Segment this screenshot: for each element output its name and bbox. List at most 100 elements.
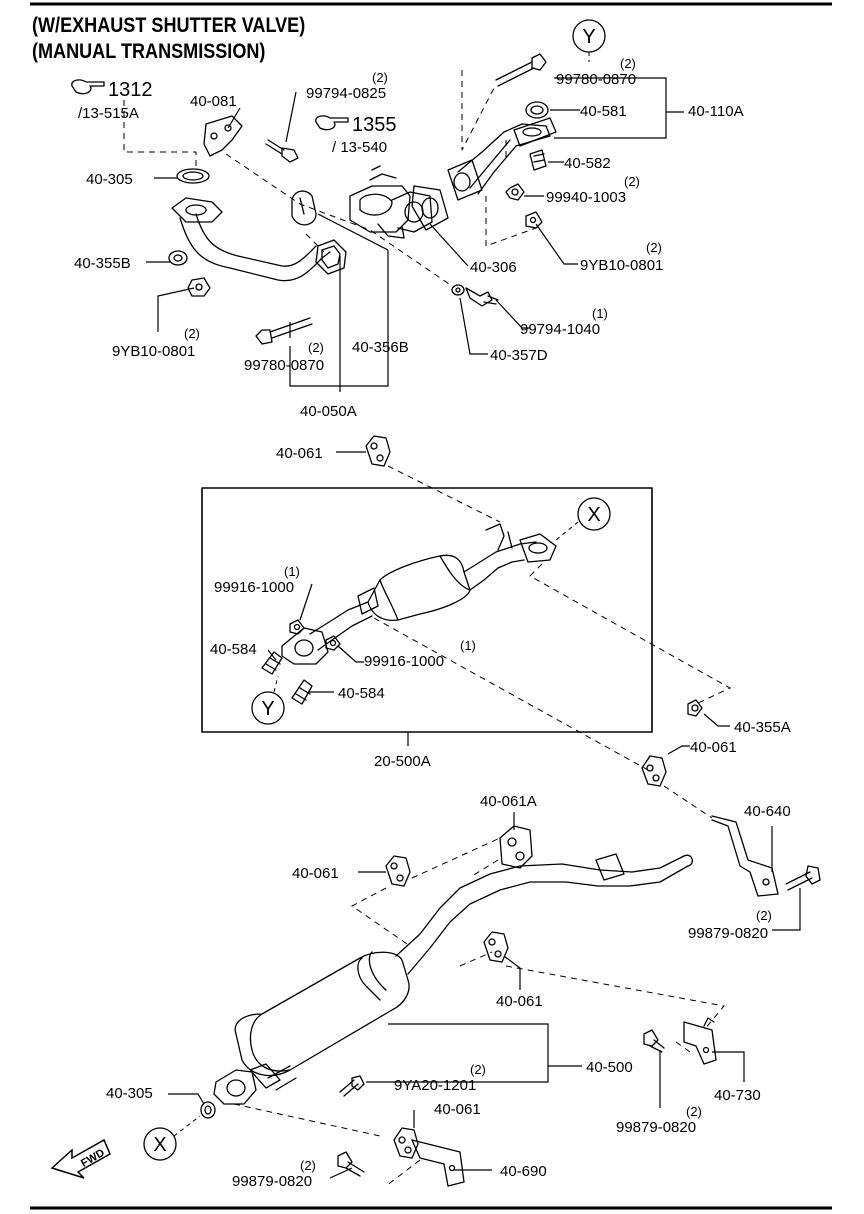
stud-40-584-lower [291,679,313,705]
label-40-584-upper: 40-584 [210,641,257,658]
label-99879-0820-right: 99879-0820 [688,925,768,942]
guide-lines [123,70,732,1187]
clamp-40-356B [291,190,317,226]
nut-99916-1000-upper [289,619,305,635]
gasket-40-581 [525,101,549,119]
label-99879-0820-mid: 99879-0820 [616,1119,696,1136]
callout-x-bottom: X [153,1134,166,1156]
label-40-582: 40-582 [564,155,611,172]
label-9YA20-1201: 9YA20-1201 [394,1077,476,1094]
insulator-40-061-e [393,1127,419,1159]
catalytic-converter [281,523,557,665]
label-99916-1000-lower: 99916-1000 [364,653,444,670]
qty-99794-0825: (2) [372,70,388,85]
label-40-306: 40-306 [470,259,517,276]
shutter-valve [349,165,433,239]
callout-circle-y-mid [251,691,285,725]
label-40-355A: 40-355A [734,719,791,736]
washer-9YB10-0801-right [525,211,543,229]
label-99780-0870-left: 99780-0870 [244,357,324,374]
label-40-584-lower: 40-584 [338,685,385,702]
ref-1355-section: / 13-540 [332,139,387,156]
label-40-305-top: 40-305 [86,171,133,188]
label-40-081: 40-081 [190,93,237,110]
qty-99879-0820-mid: (2) [686,1104,702,1119]
qty-99940-1003: (2) [624,174,640,189]
label-40-640: 40-640 [744,803,791,820]
bolt-99780-0870-right [495,53,547,87]
insulator-40-061A [499,825,533,869]
label-99794-1040: 99794-1040 [520,321,600,338]
converter-assembly-box [201,487,653,733]
bracket-40-690 [411,1139,465,1187]
qty-99780-0870-right: (2) [620,56,636,71]
ref-arrow-1355-icon [315,115,349,131]
nut-40-355B [168,250,188,266]
label-40-357D: 40-357D [490,347,548,364]
nut-99916-1000-lower [325,635,341,651]
bolt-99879-0820-mid [643,1029,665,1053]
label-40-061-a: 40-061 [276,445,323,462]
label-99794-0825: 99794-0825 [306,85,386,102]
stud-40-584-upper [261,651,283,675]
insulator-40-061-a [365,435,391,467]
ref-1355-number: 1355 [352,114,397,136]
qty-99916-1000-lower: (1) [460,638,476,653]
qty-9YA20-1201: (2) [470,1062,486,1077]
label-40-061-d: 40-061 [496,993,543,1010]
bolt-9YA20-1201 [339,1075,365,1097]
callout-y-mid: Y [261,698,274,720]
label-9YB10-0801-right: 9YB10-0801 [580,257,663,274]
insulator-40-061-c [385,855,411,887]
muffler-40-500 [213,853,694,1105]
callout-x-mid: X [587,504,600,526]
label-40-061A: 40-061A [480,793,537,810]
qty-9YB10-0801-right: (2) [646,240,662,255]
nut-9YB10-0801-left [187,277,211,297]
label-99879-0820-left: 99879-0820 [232,1173,312,1190]
label-40-690: 40-690 [500,1163,547,1180]
bracket-40-081 [203,115,243,157]
label-99940-1003: 99940-1003 [546,189,626,206]
fwd-label: FWD [79,1147,107,1170]
callout-circle-x-bottom [143,1127,177,1161]
bracket-40-730 [683,1017,717,1065]
gasket-40-305-top [176,168,210,184]
fwd-arrow-icon: FWD [50,1138,111,1179]
stud-40-582 [529,149,547,171]
label-99780-0870-right: 99780-0870 [556,71,636,88]
label-40-061-c: 40-061 [292,865,339,882]
pipe-40-110A [447,117,557,201]
callout-circle-x-mid [577,497,611,531]
nut-99940-1003 [505,183,525,201]
insulator-40-061-b [641,755,667,787]
label-40-110A: 40-110A [688,103,744,120]
label-40-355B: 40-355B [74,255,131,272]
qty-99916-1000-upper: (1) [284,564,300,579]
bracket-40-640 [711,815,779,897]
label-40-356B: 40-356B [352,339,409,356]
front-pipe-40-050A [171,197,347,282]
label-40-305-bottom: 40-305 [106,1085,153,1102]
label-40-581: 40-581 [580,103,627,120]
label-40-050A: 40-050A [300,403,357,420]
ref-arrow-1312-icon [71,79,105,95]
qty-9YB10-0801-left: (2) [184,326,200,341]
washer-40-357D [451,284,465,296]
qty-99879-0820-right: (2) [756,908,772,923]
qty-99879-0820-left: (2) [300,1158,316,1173]
label-40-730: 40-730 [714,1087,761,1104]
leader-lines [146,77,801,1179]
bolt-99794-0825 [265,139,299,163]
callout-y-top: Y [582,26,595,48]
qty-99780-0870-left: (2) [308,340,324,355]
label-40-061-e: 40-061 [434,1101,481,1118]
nut-40-355A [687,699,703,717]
gasket-40-305-bottom [200,1101,216,1119]
bolt-99794-1040 [465,287,499,307]
bolt-99780-0870-left [255,317,313,345]
insulator-40-061-d [483,931,509,963]
ref-1312-number: 1312 [108,79,153,101]
label-99916-1000-upper: 99916-1000 [214,579,294,596]
